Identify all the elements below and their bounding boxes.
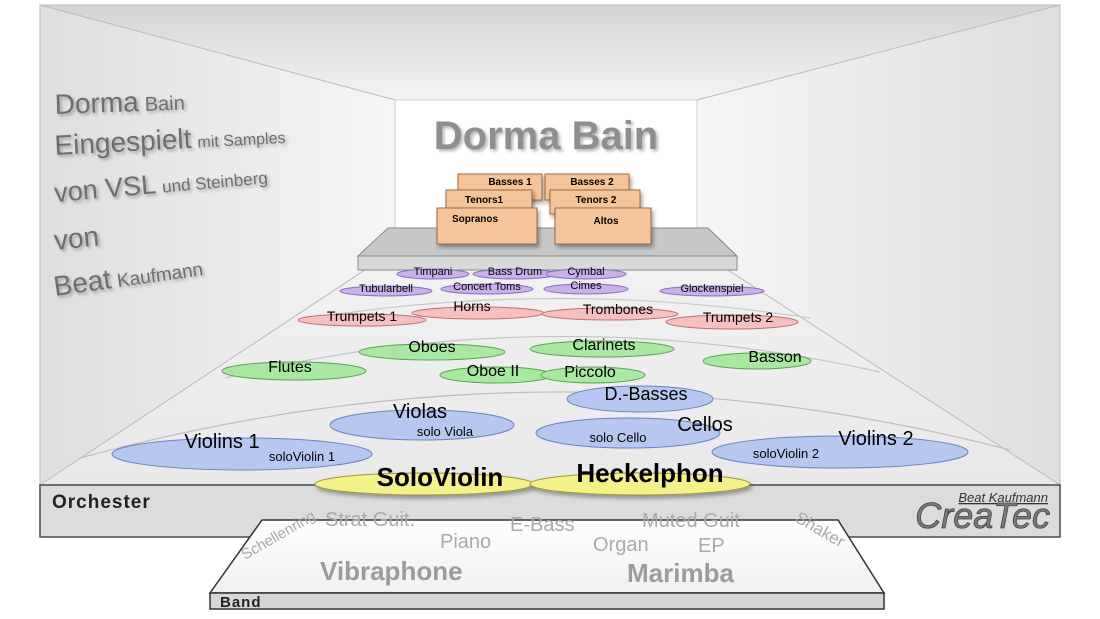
ww-label-piccolo: Piccolo <box>564 364 616 381</box>
strings-group: D.-Basses Violas solo Viola Cellos solo … <box>111 384 969 471</box>
ww-ellipse-basson <box>702 352 812 370</box>
band-marimba: Marimba <box>627 558 734 588</box>
row-arc-3 <box>299 297 811 321</box>
credits-line1a: Dorma <box>54 86 139 120</box>
perc-ellipse-cymbal <box>545 268 627 280</box>
perc-label-bassdrum: Bass Drum <box>488 266 542 278</box>
brass-ellipse-trumpets2 <box>665 314 799 330</box>
choir-box-altos <box>554 207 652 245</box>
perc-ellipse-timpani <box>396 268 470 280</box>
str-ellipse-violins2 <box>711 435 969 469</box>
logo-author: Beat Kaufmann <box>958 490 1048 505</box>
brass-ellipse-trombones <box>541 307 679 321</box>
band-piano: Piano <box>440 531 491 553</box>
str-label-violas: Violas <box>393 401 447 423</box>
perc-ellipse-tubularbell <box>339 285 433 297</box>
perc-label-cymbal: Cymbal <box>567 266 604 278</box>
solo-label-soloviolin: SoloViolin <box>377 462 504 492</box>
back-wall-title: Dorma Bain <box>434 114 659 158</box>
soloists-group: SoloViolin Heckelphon <box>314 458 751 496</box>
ww-ellipse-oboes <box>358 343 506 361</box>
choir-label-tenors1: Tenors1 <box>465 195 504 206</box>
credits-line2b: mit Samples <box>197 130 286 152</box>
orchester-label: Orchester <box>52 492 151 513</box>
brass-ellipse-trumpets1 <box>297 313 427 327</box>
perc-label-timpani: Timpani <box>414 266 453 278</box>
str-label-dbasses: D.-Basses <box>604 384 687 404</box>
logo-brand: CreaTec <box>915 495 1050 536</box>
str-label-soloviola: solo Viola <box>417 424 474 439</box>
perc-ellipse-glockenspiel <box>659 285 765 297</box>
brass-label-horns: Horns <box>453 298 490 314</box>
band-stratguit: Strat Guit. <box>325 509 415 531</box>
str-ellipse-dbasses <box>566 385 714 413</box>
str-label-violins1: Violins 1 <box>184 431 259 453</box>
credits-line4: von <box>52 220 100 256</box>
band-stage-front <box>209 592 885 610</box>
brass-group: Trumpets 1 Horns Trombones Trumpets 2 <box>297 298 799 330</box>
ww-label-basson: Basson <box>748 349 801 366</box>
str-label-soloviolin1: soloViolin 1 <box>269 449 335 464</box>
percussion-group: Timpani Bass Drum Cymbal Tubularbell Con… <box>339 266 765 297</box>
str-label-soloviolin2: soloViolin 2 <box>753 446 819 461</box>
perc-label-cimes: Cimes <box>570 280 602 292</box>
choir-label-basses1: Basses 1 <box>488 177 532 188</box>
str-label-violins2: Violins 2 <box>838 428 913 450</box>
brass-label-trumpets1: Trumpets 1 <box>327 308 397 324</box>
brass-label-trombones: Trombones <box>583 301 653 317</box>
ww-label-flutes: Flutes <box>268 359 312 376</box>
row-arc-1 <box>79 391 1011 459</box>
solo-ellipse-heckelphon <box>529 472 751 496</box>
solo-label-heckelphon: Heckelphon <box>576 458 723 488</box>
str-label-cellos: Cellos <box>677 414 733 436</box>
choir-label-basses2: Basses 2 <box>570 177 614 188</box>
band-ep: EP <box>698 535 725 557</box>
createc-logo: Beat Kaufmann CreaTec <box>915 490 1051 536</box>
ww-ellipse-piccolo <box>540 366 646 384</box>
perc-ellipse-concerttoms <box>440 283 534 295</box>
choir-label-sopranos: Sopranos <box>452 214 499 225</box>
perc-label-concerttoms: Concert Toms <box>453 281 521 293</box>
band-organ: Organ <box>593 534 649 556</box>
credits-line2a: Eingespielt <box>54 123 193 161</box>
ww-label-clarinets: Clarinets <box>572 337 635 354</box>
perc-label-tubularbell: Tubularbell <box>359 283 413 295</box>
ww-ellipse-flutes <box>221 361 367 381</box>
band-label: Band <box>220 594 262 611</box>
band-vibraphone: Vibraphone <box>320 556 463 586</box>
str-ellipse-violins1 <box>111 437 373 471</box>
credits-line1b: Bain <box>144 92 185 115</box>
choir-label-tenors2: Tenors 2 <box>576 195 617 206</box>
str-ellipse-cellos <box>535 417 721 449</box>
band-mutedguit: Muted Guit <box>642 510 740 532</box>
brass-label-trumpets2: Trumpets 2 <box>703 309 773 325</box>
woodwinds-group: Oboes Clarinets Flutes Basson Oboe II Pi… <box>221 337 812 384</box>
ww-label-oboes: Oboes <box>408 339 455 356</box>
perc-ellipse-cimes <box>543 283 629 295</box>
str-label-solocello: solo Cello <box>589 430 646 445</box>
str-ellipse-violas <box>329 409 515 441</box>
perc-label-glockenspiel: Glockenspiel <box>681 283 744 295</box>
riser-front <box>357 255 738 271</box>
choir-label-altos: Altos <box>594 216 619 227</box>
riser-top <box>356 227 739 257</box>
ww-label-oboe2: Oboe II <box>467 363 519 380</box>
ww-ellipse-clarinets <box>529 340 675 358</box>
choir-box-sopranos <box>436 207 538 245</box>
band-ebass: E-Bass <box>510 514 574 536</box>
choir-group: Basses 1 Tenors1 Sopranos Basses 2 Tenor… <box>436 173 652 245</box>
